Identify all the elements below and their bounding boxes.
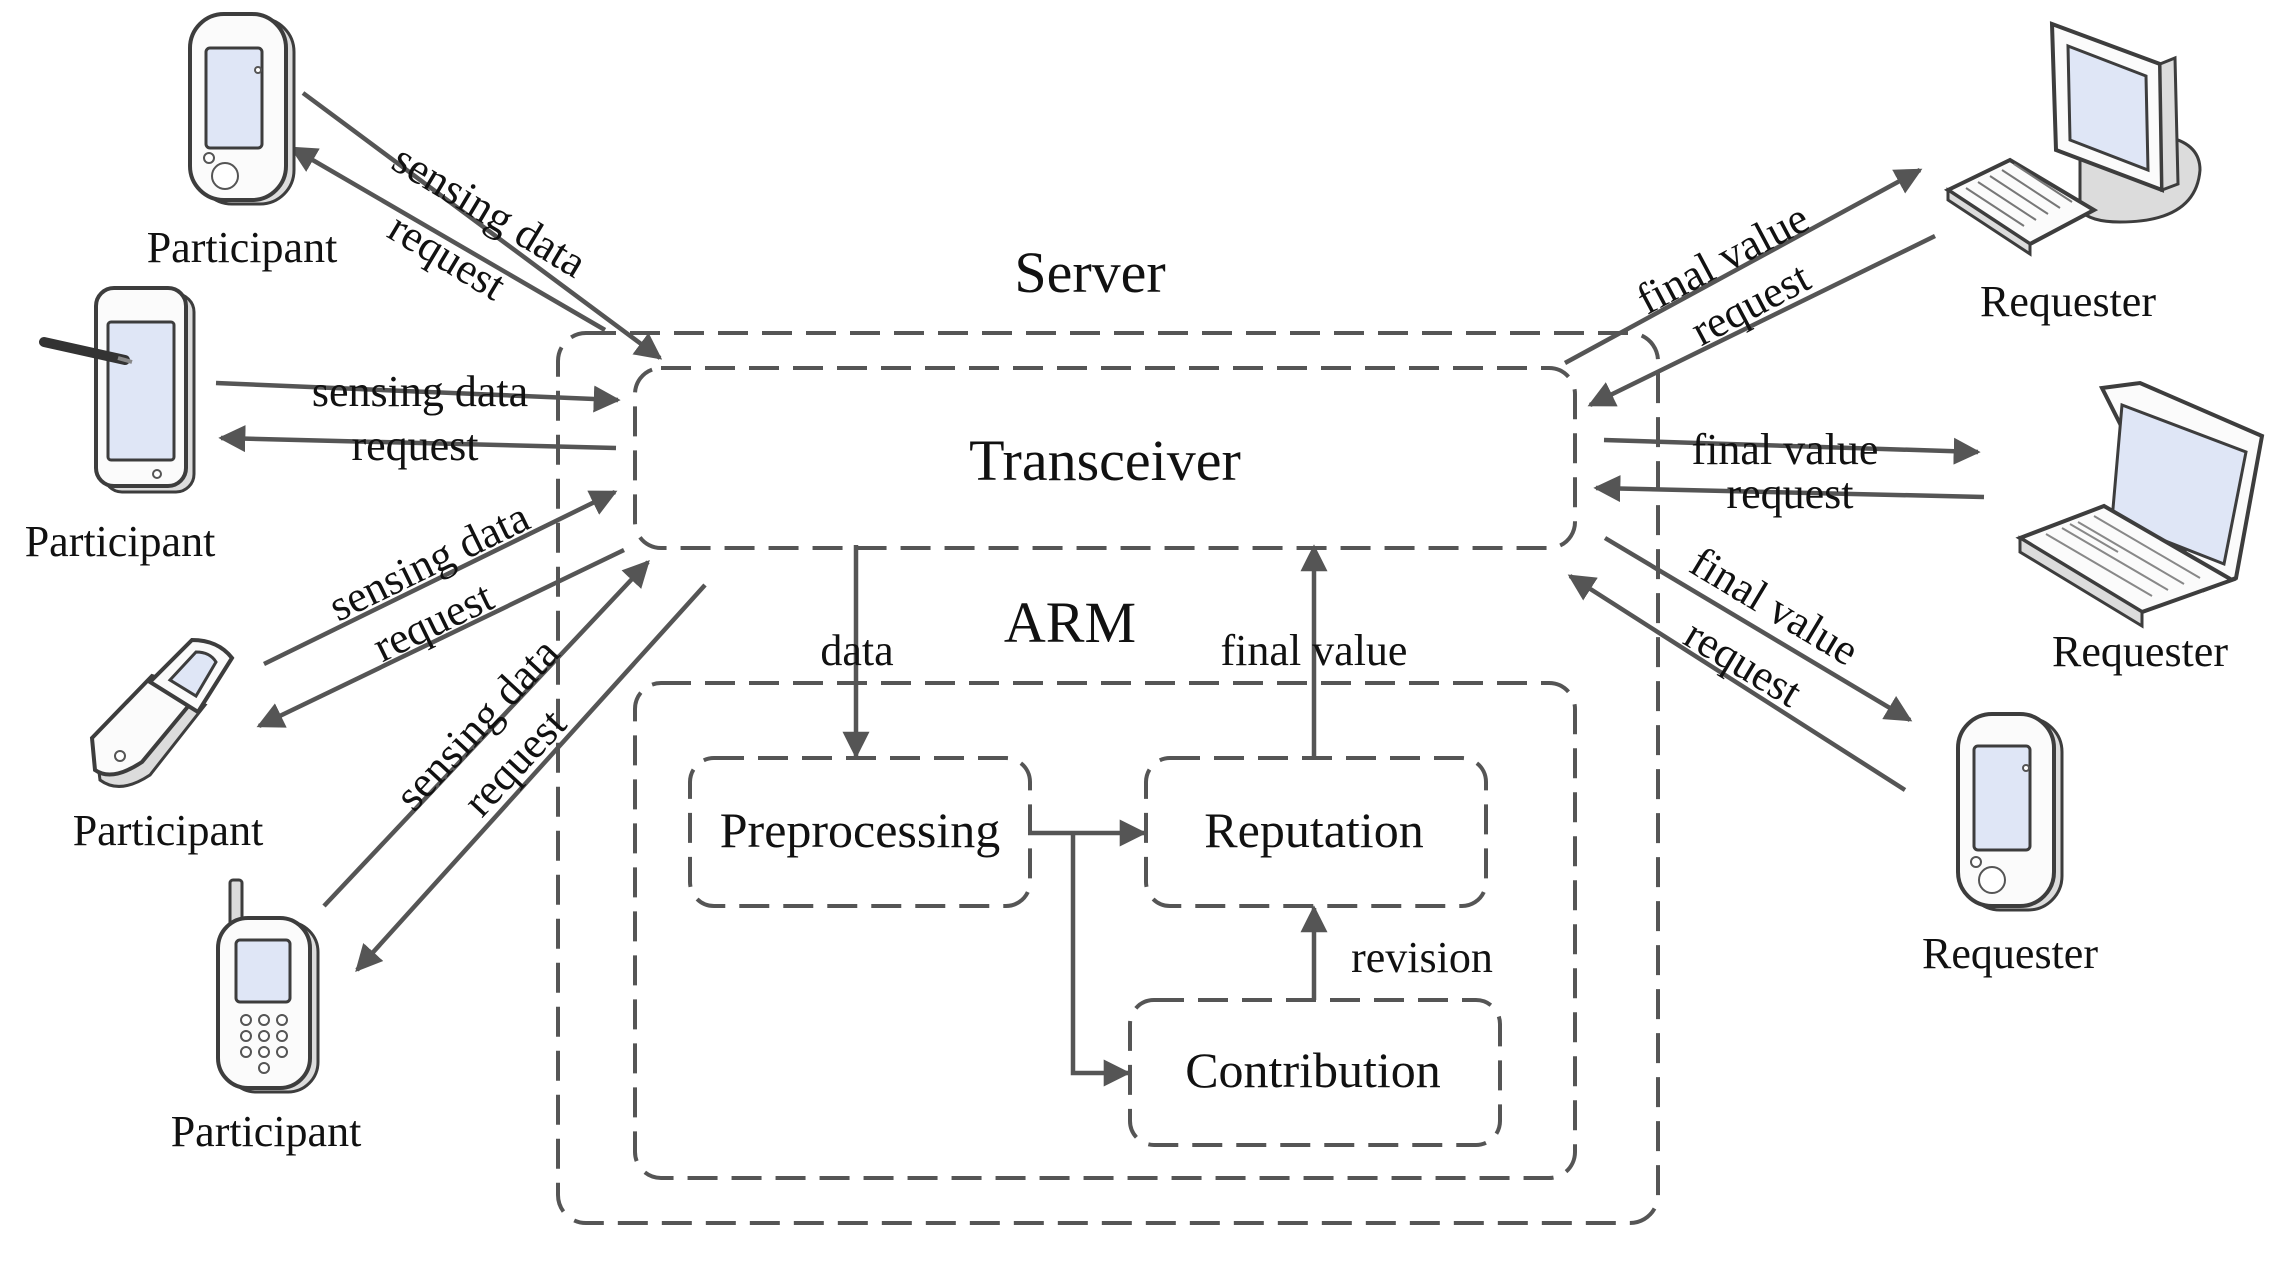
transceiver-label: Transceiver (969, 428, 1241, 493)
mobile-phone-icon (216, 878, 320, 1094)
server-box (556, 331, 1660, 1225)
requester-1-links: final value request (1563, 168, 1936, 408)
arm-label: ARM (1004, 590, 1136, 655)
requester-2-links: final value request (1593, 425, 1985, 518)
data-label: data (820, 626, 893, 675)
final-value-label: final value (1221, 626, 1408, 675)
participant-1-label: Participant (147, 223, 338, 272)
requester-3-links: final value request (1567, 536, 1913, 792)
participant-1-links: sensing data request (289, 91, 663, 360)
arm-box (633, 681, 1577, 1180)
reputation-label: Reputation (1204, 802, 1423, 858)
revision-label: revision (1351, 933, 1493, 982)
participant-2-in-label: request (351, 421, 478, 470)
participant-3-links: sensing data request (256, 489, 625, 729)
contribution-label: Contribution (1185, 1042, 1441, 1098)
preprocessing-label: Preprocessing (720, 802, 1001, 858)
participant-4-label: Participant (171, 1107, 362, 1156)
desktop-computer-icon (1943, 21, 2202, 257)
requester-2-in-label: request (1726, 469, 1853, 518)
laptop-icon (2015, 380, 2265, 629)
participant-2-label: Participant (25, 517, 216, 566)
participant-3-label: Participant (73, 806, 264, 855)
tablet-icon (39, 286, 196, 494)
requester-3-label: Requester (1922, 929, 2098, 978)
pda-icon (1956, 712, 2064, 912)
participant-2-links: sensing data request (215, 367, 621, 470)
requester-1-label: Requester (1980, 277, 2156, 326)
preprocessing-to-contribution-arrow (1070, 833, 1131, 1087)
transceiver-box (633, 366, 1577, 550)
requester-2-out-label: final value (1692, 425, 1879, 474)
pda-icon (188, 12, 296, 206)
flip-phone-icon (89, 637, 235, 788)
server-title: Server (1014, 240, 1165, 305)
requester-2-label: Requester (2052, 627, 2228, 676)
participant-2-out-label: sensing data (312, 367, 528, 416)
